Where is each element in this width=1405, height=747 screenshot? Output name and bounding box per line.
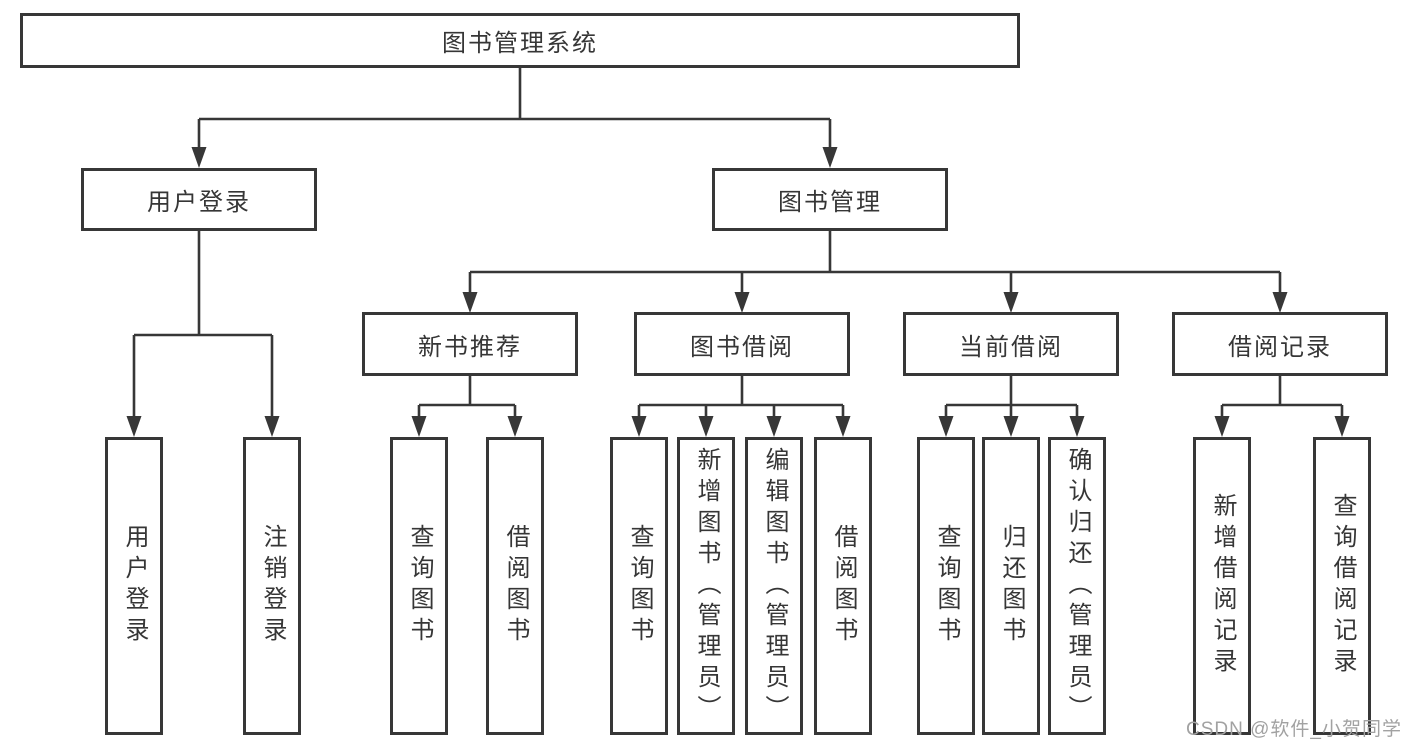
node-borrowing-records: 借阅记录	[1172, 312, 1388, 376]
leaf-query-books-current: 查询图书	[917, 437, 975, 735]
leaf-borrow-books: 借阅图书	[814, 437, 872, 735]
leaf-return-books: 归还图书	[982, 437, 1040, 735]
leaf-user-login: 用户登录	[105, 437, 163, 735]
arrowheads	[126, 147, 1350, 437]
tree-edges	[132, 68, 1344, 419]
leaf-confirm-return-admin: 确认归还（管理员）	[1048, 437, 1106, 735]
csdn-watermark: CSDN @软件_小贺同学	[1186, 719, 1402, 740]
leaf-add-borrow-record: 新增借阅记录	[1193, 437, 1251, 735]
leaf-query-books-recommend: 查询图书	[390, 437, 448, 735]
node-book-borrowing: 图书借阅	[634, 312, 850, 376]
leaf-query-borrow-record: 查询借阅记录	[1313, 437, 1371, 735]
node-library-management-system: 图书管理系统	[20, 13, 1020, 68]
leaf-edit-books-admin: 编辑图书（管理员）	[745, 437, 803, 735]
node-user-login: 用户登录	[81, 168, 317, 231]
leaf-logout: 注销登录	[243, 437, 301, 735]
node-book-management: 图书管理	[712, 168, 948, 231]
leaf-add-books-admin: 新增图书（管理员）	[677, 437, 735, 735]
node-new-book-recommendation: 新书推荐	[362, 312, 578, 376]
leaf-query-books-borrow: 查询图书	[610, 437, 668, 735]
node-current-borrowing: 当前借阅	[903, 312, 1119, 376]
leaf-borrow-books-recommend: 借阅图书	[486, 437, 544, 735]
